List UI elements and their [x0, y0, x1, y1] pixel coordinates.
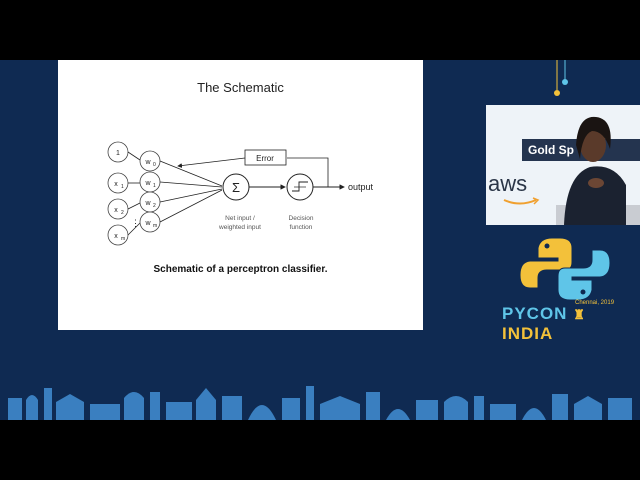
slide-title: The Schematic — [197, 80, 284, 95]
svg-text:2: 2 — [121, 210, 124, 216]
svg-text:w: w — [144, 220, 151, 227]
svg-text:x: x — [114, 233, 118, 240]
svg-text:1: 1 — [153, 183, 156, 189]
input-node-xm: x m — [107, 224, 129, 246]
city-skyline-banner — [8, 386, 632, 420]
perceptron-diagram: 1 x 1 x 2 x m — [107, 141, 374, 246]
svg-text:m: m — [153, 223, 157, 229]
speaker-figure — [556, 116, 640, 225]
sum-caption-line1: Net input / — [225, 215, 255, 222]
sponsor-logo: aws — [488, 171, 528, 196]
svg-text:w: w — [144, 180, 151, 187]
smile-arrow-icon — [503, 197, 540, 205]
svg-text:2: 2 — [153, 203, 156, 209]
video-frame: The Schematic 1 x 1 x 2 — [0, 60, 640, 420]
svg-text:w: w — [144, 200, 151, 207]
weight-node-w0: w 0 — [139, 150, 161, 172]
python-logo-icon — [519, 237, 611, 301]
svg-text:Σ: Σ — [232, 180, 240, 195]
presentation-slide: The Schematic 1 x 1 x 2 — [58, 60, 423, 330]
sum-caption-line2: weighted input — [218, 224, 261, 231]
weight-node-w2: w 2 — [139, 191, 161, 213]
pycon-logo — [500, 230, 630, 330]
svg-text:m: m — [121, 236, 125, 242]
svg-text:1: 1 — [121, 184, 124, 190]
error-label: Error — [256, 154, 274, 163]
svg-text:x: x — [114, 207, 118, 214]
decorative-dots — [554, 60, 568, 96]
input-node-x1: x 1 — [107, 172, 129, 194]
speaker-video: Gold Sp aws — [486, 105, 640, 225]
conference-location: Chennai, 2019 — [575, 300, 615, 306]
input-node-bias: 1 — [107, 141, 129, 163]
svg-text:0: 0 — [153, 162, 156, 168]
svg-text:1: 1 — [116, 150, 120, 157]
decision-caption-line1: Decision — [289, 215, 314, 222]
conference-name-pycon: PYCON — [502, 304, 568, 323]
weight-node-w1: w 1 — [139, 171, 161, 193]
slide-caption: Schematic of a perceptron classifier. — [153, 264, 328, 275]
sum-node: Σ — [222, 173, 250, 201]
lighthouse-icon: ♜ — [573, 307, 586, 322]
conference-name: PYCON ♜ INDIA — [502, 304, 640, 344]
input-node-x2: x 2 — [107, 198, 129, 220]
decision-node — [286, 173, 314, 201]
svg-text:x: x — [114, 181, 118, 188]
error-box — [244, 149, 287, 166]
svg-text:w: w — [144, 159, 151, 166]
conference-name-india: INDIA — [502, 324, 554, 343]
ellipsis: ⋮ — [131, 218, 140, 228]
output-label: output — [348, 182, 374, 192]
decision-caption-line2: function — [290, 224, 313, 231]
weight-node-wm: w m — [139, 211, 161, 233]
